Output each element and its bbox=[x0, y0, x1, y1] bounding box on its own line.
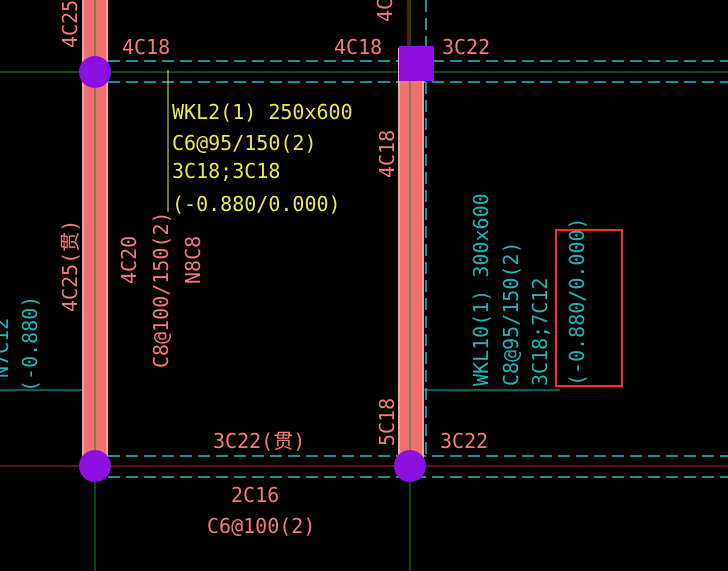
label-top-left-span: 4C18 bbox=[122, 35, 170, 59]
label-mid-vertical: 4C18 bbox=[375, 130, 399, 178]
wkl10-line2: C8@95/150(2) bbox=[499, 242, 523, 387]
label-left-vertical-long: 4C25(贯) bbox=[58, 220, 82, 312]
column-node-bottom-left[interactable] bbox=[79, 450, 111, 482]
wkl2-line3: 3C18;3C18 bbox=[172, 159, 280, 183]
label-bottom-stirrup: C6@100(2) bbox=[207, 514, 315, 538]
column-node-bottom-mid[interactable] bbox=[394, 450, 426, 482]
label-bottom-left: 3C22(贯) bbox=[213, 429, 305, 453]
label-left-edge-b: (-0.880) bbox=[18, 296, 42, 392]
wkl10-line3: 3C18;7C12 bbox=[528, 278, 552, 386]
wkl2-line1: WKL2(1) 250x600 bbox=[172, 100, 353, 124]
wkl2-line4: (-0.880/0.000) bbox=[172, 192, 341, 216]
wkl10-line1: WKL10(1) 300x600 bbox=[469, 193, 493, 386]
label-col-mid-top: 4C bbox=[373, 0, 397, 22]
label-left-bottom-span: 4C20 bbox=[117, 236, 141, 284]
label-left-side-bars: N8C8 bbox=[181, 236, 205, 284]
label-top-mid-right: 3C22 bbox=[442, 35, 490, 59]
label-bottom-span-bar: 2C16 bbox=[231, 483, 279, 507]
beam-vertical-mid bbox=[399, 48, 423, 466]
label-col-left-top: 4C25 bbox=[58, 0, 82, 48]
wkl10-line4: (-0.880/0.000) bbox=[565, 217, 589, 386]
label-left-edge-a: N7C12 bbox=[0, 318, 13, 378]
label-bottom-mid-vertical: 5C18 bbox=[375, 398, 399, 446]
highlight-box[interactable] bbox=[555, 229, 623, 387]
label-bottom-right: 3C22 bbox=[440, 429, 488, 453]
column-node-top-left[interactable] bbox=[79, 56, 111, 88]
wkl2-line2: C6@95/150(2) bbox=[172, 131, 317, 155]
column-node-top-mid[interactable] bbox=[399, 46, 434, 81]
label-top-mid-left: 4C18 bbox=[334, 35, 382, 59]
label-left-stirrup: C8@100/150(2) bbox=[149, 211, 173, 368]
